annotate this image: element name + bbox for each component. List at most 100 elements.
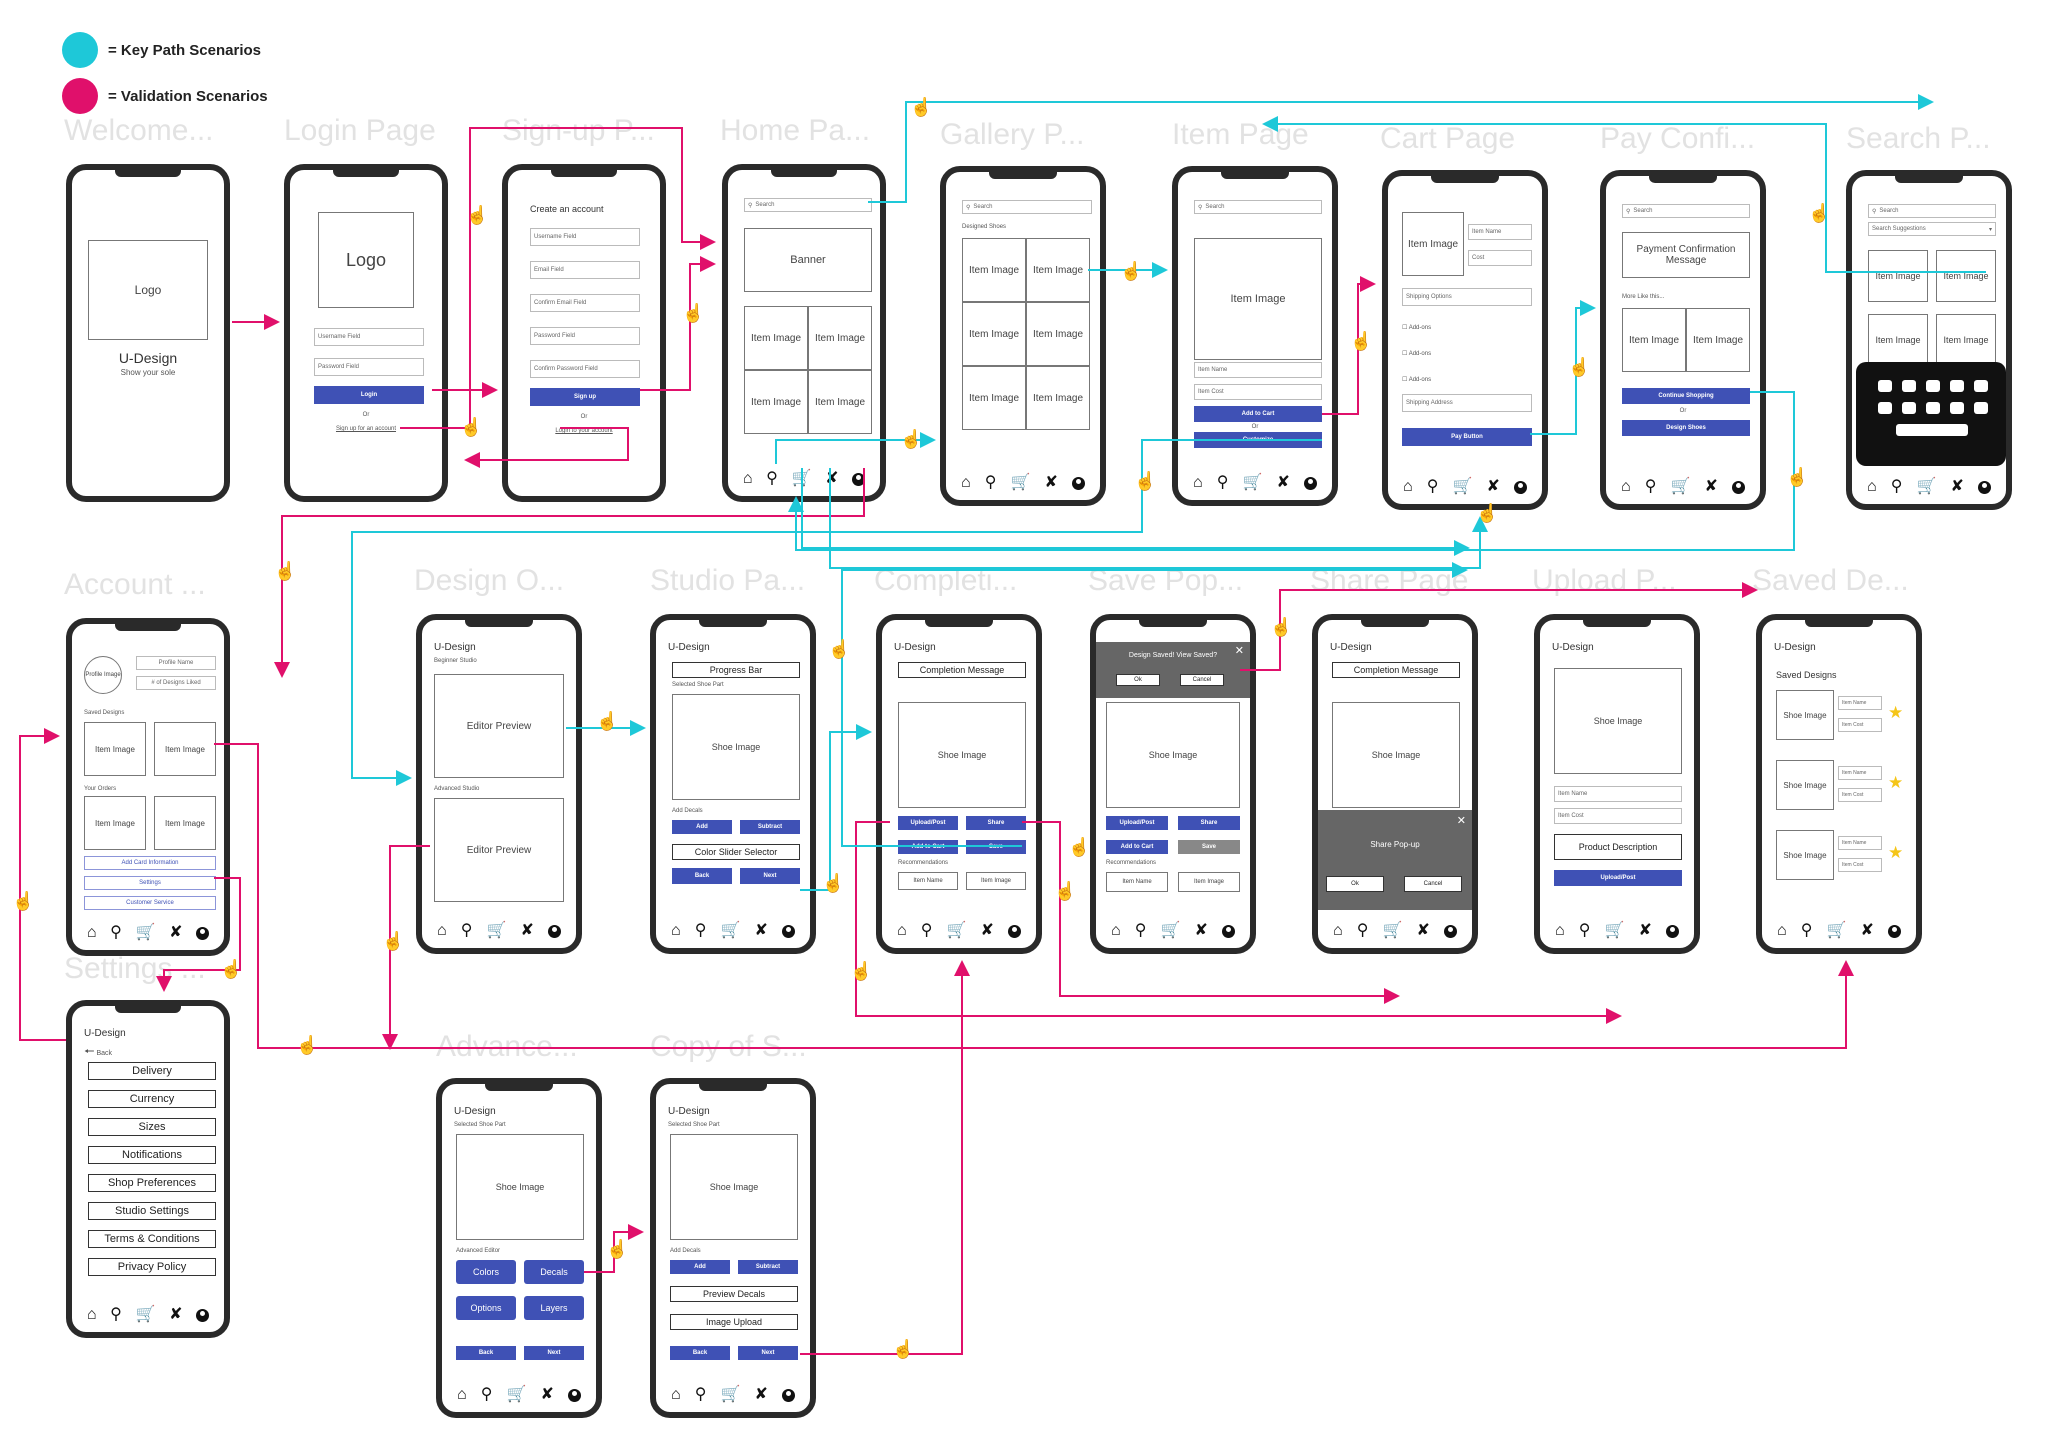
profile-icon[interactable] <box>1887 924 1901 938</box>
cart-icon[interactable]: 🛒 <box>135 924 156 941</box>
settings-item-sizes[interactable]: Sizes <box>88 1118 216 1136</box>
search-icon[interactable]: ⚲ <box>1356 922 1369 939</box>
add-decal-button[interactable]: Add <box>670 1260 730 1274</box>
search-icon[interactable]: ⚲ <box>694 1386 707 1403</box>
item-image[interactable]: Item Image <box>154 796 216 850</box>
item-image[interactable]: Item Image <box>1026 302 1090 366</box>
design-tools-icon[interactable]: ✘ <box>1860 922 1874 939</box>
home-icon[interactable]: ⌂ <box>671 1386 681 1403</box>
search-icon[interactable]: ⚲ <box>1134 922 1147 939</box>
home-icon[interactable]: ⌂ <box>437 922 447 939</box>
profile-icon[interactable] <box>1977 480 1991 494</box>
recommendation-item[interactable]: Item Image <box>966 872 1026 890</box>
item-image[interactable]: Item Image <box>1868 314 1928 366</box>
cart-icon[interactable]: 🛒 <box>1826 922 1847 939</box>
item-image[interactable]: Item Image <box>84 796 146 850</box>
recommendation-item[interactable]: Item Name <box>898 872 958 890</box>
item-image[interactable]: Item Image <box>808 370 872 434</box>
signup-button[interactable]: Sign up <box>530 388 640 406</box>
item-cost-field[interactable]: Item Cost <box>1554 808 1682 824</box>
cart-icon[interactable]: 🛒 <box>791 470 812 487</box>
home-icon[interactable]: ⌂ <box>86 924 97 941</box>
decals-button[interactable]: Decals <box>524 1260 584 1284</box>
password-field[interactable]: Password Field <box>530 327 640 345</box>
save-button[interactable]: Save <box>966 840 1026 854</box>
settings-item-notifications[interactable]: Notifications <box>88 1146 216 1164</box>
back-button[interactable]: Back <box>672 868 732 884</box>
search-icon[interactable]: ⚲ <box>460 922 473 939</box>
search-icon[interactable]: ⚲ <box>1426 478 1439 495</box>
addon-checkbox[interactable]: ☐ Add-ons <box>1402 376 1431 383</box>
search-icon[interactable]: ⚲ <box>1890 478 1903 495</box>
home-icon[interactable]: ⌂ <box>1333 922 1343 939</box>
home-icon[interactable]: ⌂ <box>742 470 753 487</box>
shipping-address[interactable]: Shipping Address <box>1402 394 1532 412</box>
upload-post-button[interactable]: Upload/Post <box>1106 816 1168 830</box>
home-icon[interactable]: ⌂ <box>961 474 971 491</box>
product-description-field[interactable]: Product Description <box>1554 834 1682 860</box>
subtract-decal-button[interactable]: Subtract <box>740 820 800 834</box>
password-field[interactable]: Password Field <box>314 358 424 376</box>
search-bar[interactable]: ⚲Search <box>962 200 1092 214</box>
item-image[interactable]: Item Image <box>1622 308 1686 372</box>
design-tools-icon[interactable]: ✘ <box>754 922 768 939</box>
search-icon[interactable]: ⚲ <box>480 1386 493 1403</box>
search-suggestions-dropdown[interactable]: Search Suggestions▾ <box>1868 222 1996 236</box>
search-icon[interactable]: ⚲ <box>766 470 778 487</box>
design-shoes-button[interactable]: Design Shoes <box>1622 420 1750 436</box>
home-icon[interactable]: ⌂ <box>1867 478 1877 495</box>
design-tools-icon[interactable]: ✘ <box>980 922 994 939</box>
cart-icon[interactable]: 🛒 <box>506 1386 527 1403</box>
item-image[interactable]: Item Image <box>154 722 216 776</box>
item-image[interactable]: Item Image <box>1868 250 1928 302</box>
layers-button[interactable]: Layers <box>524 1296 584 1320</box>
addon-checkbox[interactable]: ☐ Add-ons <box>1402 324 1431 331</box>
cart-icon[interactable]: 🛒 <box>720 1386 741 1403</box>
home-icon[interactable]: ⌂ <box>671 922 681 939</box>
profile-icon[interactable] <box>1071 476 1085 490</box>
design-tools-icon[interactable]: ✘ <box>1276 474 1290 491</box>
design-tools-icon[interactable]: ✘ <box>520 922 534 939</box>
editor-preview-advanced[interactable]: Editor Preview <box>434 798 564 902</box>
shoe-image[interactable]: Shoe Image <box>1776 830 1834 880</box>
design-tools-icon[interactable]: ✘ <box>1638 922 1652 939</box>
item-image[interactable]: Item Image <box>808 306 872 370</box>
customer-service-link[interactable]: Customer Service <box>84 896 216 910</box>
settings-item-delivery[interactable]: Delivery <box>88 1062 216 1080</box>
cart-icon[interactable]: 🛒 <box>1670 478 1691 495</box>
cart-icon[interactable]: 🛒 <box>1452 478 1473 495</box>
login-button[interactable]: Login <box>314 386 424 404</box>
search-icon[interactable]: ⚲ <box>110 924 122 941</box>
home-icon[interactable]: ⌂ <box>1111 922 1121 939</box>
banner[interactable]: Banner <box>744 228 872 292</box>
settings-item-currency[interactable]: Currency <box>88 1090 216 1108</box>
design-tools-icon[interactable]: ✘ <box>1950 478 1964 495</box>
design-tools-icon[interactable]: ✘ <box>1416 922 1430 939</box>
home-icon[interactable]: ⌂ <box>1621 478 1631 495</box>
image-upload-button[interactable]: Image Upload <box>670 1314 798 1330</box>
design-tools-icon[interactable]: ✘ <box>1194 922 1208 939</box>
cancel-button[interactable]: Cancel <box>1404 876 1462 892</box>
ok-button[interactable]: Ok <box>1116 674 1160 686</box>
profile-icon[interactable] <box>781 924 795 938</box>
confirm-email-field[interactable]: Confirm Email Field <box>530 294 640 312</box>
recommendation-item[interactable]: Item Name <box>1106 872 1168 892</box>
profile-icon[interactable] <box>1513 480 1527 494</box>
add-to-cart-button[interactable]: Add to Cart <box>1194 406 1322 422</box>
add-decal-button[interactable]: Add <box>672 820 732 834</box>
username-field[interactable]: Username Field <box>530 228 640 246</box>
search-bar[interactable]: ⚲Search <box>1622 204 1750 218</box>
shoe-image[interactable]: Shoe Image <box>672 694 800 800</box>
search-icon[interactable]: ⚲ <box>110 1306 122 1323</box>
home-icon[interactable]: ⌂ <box>897 922 907 939</box>
search-icon[interactable]: ⚲ <box>1216 474 1229 491</box>
next-button[interactable]: Next <box>524 1346 584 1360</box>
home-icon[interactable]: ⌂ <box>86 1306 97 1323</box>
cart-icon[interactable]: 🛒 <box>1160 922 1181 939</box>
add-to-cart-button[interactable]: Add to Cart <box>1106 840 1168 854</box>
profile-icon[interactable] <box>547 924 561 938</box>
close-icon[interactable]: ✕ <box>1456 815 1466 827</box>
cart-icon[interactable]: 🛒 <box>1242 474 1263 491</box>
add-to-cart-button[interactable]: Add to Cart <box>898 840 958 854</box>
item-image[interactable]: Item Image <box>962 238 1026 302</box>
